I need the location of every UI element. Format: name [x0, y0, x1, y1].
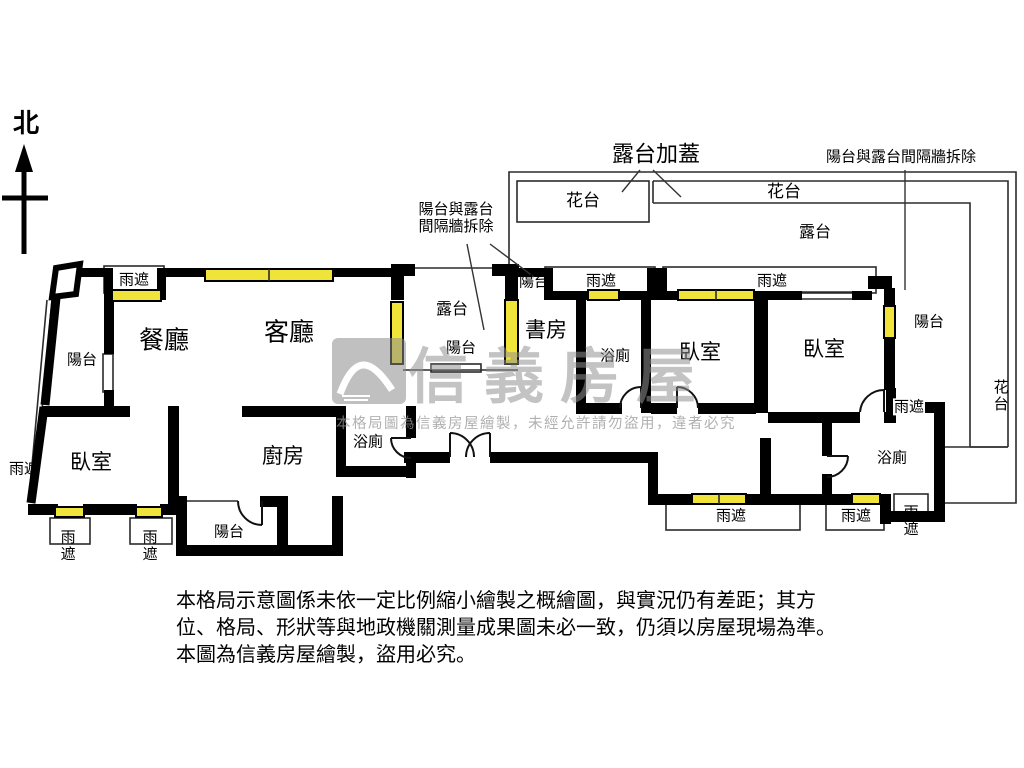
window: [587, 289, 620, 301]
room-label-dining: 餐廳: [138, 326, 190, 355]
window: [851, 493, 881, 505]
leader-partition-left-b: [489, 243, 535, 278]
sinyi-logo-icon: [332, 338, 406, 404]
bath-label-center: 浴廁: [352, 433, 384, 451]
terrace-label-recess: 露台: [435, 300, 469, 318]
room-label-living: 客廳: [263, 318, 315, 347]
disclaimer-line-2: 位、格局、形狀等與地政機關測量成果圖未必一致，仍須以房屋現場為準。: [176, 617, 836, 639]
flower-bed-strip: [652, 180, 1009, 448]
rain-cover-label: 雨遮: [585, 272, 617, 290]
annotation-line-1: 陽台與露台: [418, 200, 494, 218]
leader-terrace-cover-left: [621, 169, 641, 193]
window: [111, 289, 162, 302]
north-arrow: [2, 144, 48, 254]
annotation-partition-removed-right: 陽台與露台間隔牆拆除: [825, 148, 977, 166]
leader-terrace-cover-right: [652, 169, 682, 198]
recess-planter: [430, 363, 482, 373]
window: [135, 506, 163, 518]
thin-window-line: [802, 291, 852, 300]
annotation-partition-removed-left: 陽台與露台 間隔牆拆除: [418, 201, 493, 236]
door-arc: [390, 437, 412, 459]
room-label-bedroom-bottom: 臥室: [70, 450, 112, 474]
rain-cover-label: 雨遮: [140, 529, 158, 563]
rain-cover-label: 雨遮: [715, 507, 747, 525]
bath-label-right: 浴廁: [876, 449, 908, 467]
rain-cover-label: 雨遮: [901, 504, 919, 538]
rain-cover-label: 雨遮: [756, 272, 788, 290]
corner-pillar: [48, 260, 84, 301]
room-label-study: 書房: [525, 318, 567, 342]
window: [504, 299, 519, 365]
balcony-label-left: 陽台: [66, 351, 98, 369]
window: [54, 506, 85, 518]
annotation-terrace-cover: 露台加蓋: [611, 141, 701, 167]
room-label-bedroom-middle: 臥室: [679, 340, 721, 364]
door-arc: [449, 432, 475, 458]
room-label-kitchen: 廚房: [262, 444, 304, 468]
windows: [54, 268, 896, 518]
door-arc: [676, 386, 699, 409]
terrace-outer-boundary: [508, 171, 1017, 504]
balcony-label-study: 陽台: [518, 273, 550, 291]
door-arc: [859, 388, 885, 413]
balcony-label-right: 陽台: [913, 313, 945, 331]
rain-cover-label: 雨遮: [840, 507, 872, 525]
door-arc: [237, 500, 263, 526]
bath-label-top: 浴廁: [599, 347, 631, 365]
thin-window: [102, 353, 114, 393]
watermark-notice: 本格局圖為信義房屋繪製，未經允許請勿盜用，違者必究: [336, 416, 736, 432]
recess-terrace-edge: [403, 267, 518, 371]
leader-lines: [466, 169, 906, 331]
flower-bed-label-left: 花台: [566, 191, 600, 211]
watermark-brand: 信義房屋: [408, 343, 712, 411]
rain-cover-label: 雨遮: [118, 271, 150, 289]
door-arc: [826, 455, 849, 478]
annotation-line-2: 間隔牆拆除: [418, 218, 494, 235]
flower-bed-label-top: 花台: [767, 182, 801, 202]
rain-cover-label: 雨遮: [58, 529, 76, 563]
disclaimer: 本格局示意圖係未依一定比例縮小繪製之概繪圖，與實況仍有差距；其方 位、格局、形狀…: [176, 588, 836, 669]
rain-cover-label: 雨遮: [892, 398, 926, 416]
north-label: 北: [12, 108, 40, 139]
door-arc: [619, 386, 642, 409]
window: [883, 305, 896, 339]
room-label-bedroom-right: 臥室: [803, 337, 845, 361]
rain-cover-label: 雨遮: [8, 460, 40, 478]
leader-partition-left-a: [466, 243, 485, 331]
balcony-label-bottom: 陽台: [213, 523, 245, 541]
disclaimer-line-1: 本格局示意圖係未依一定比例縮小繪製之概繪圖，與實況仍有差距；其方: [176, 590, 816, 612]
doors: [237, 386, 885, 526]
terrace-label-top: 露台: [798, 223, 832, 241]
flower-bed-label-right: 花台: [991, 379, 1009, 413]
flower-bed-left-box: [516, 180, 650, 223]
door-arc: [465, 432, 491, 458]
disclaimer-line-3: 本圖為信義房屋繪製，盜用必究。: [176, 644, 476, 666]
balcony-label-recess: 陽台: [445, 339, 477, 357]
